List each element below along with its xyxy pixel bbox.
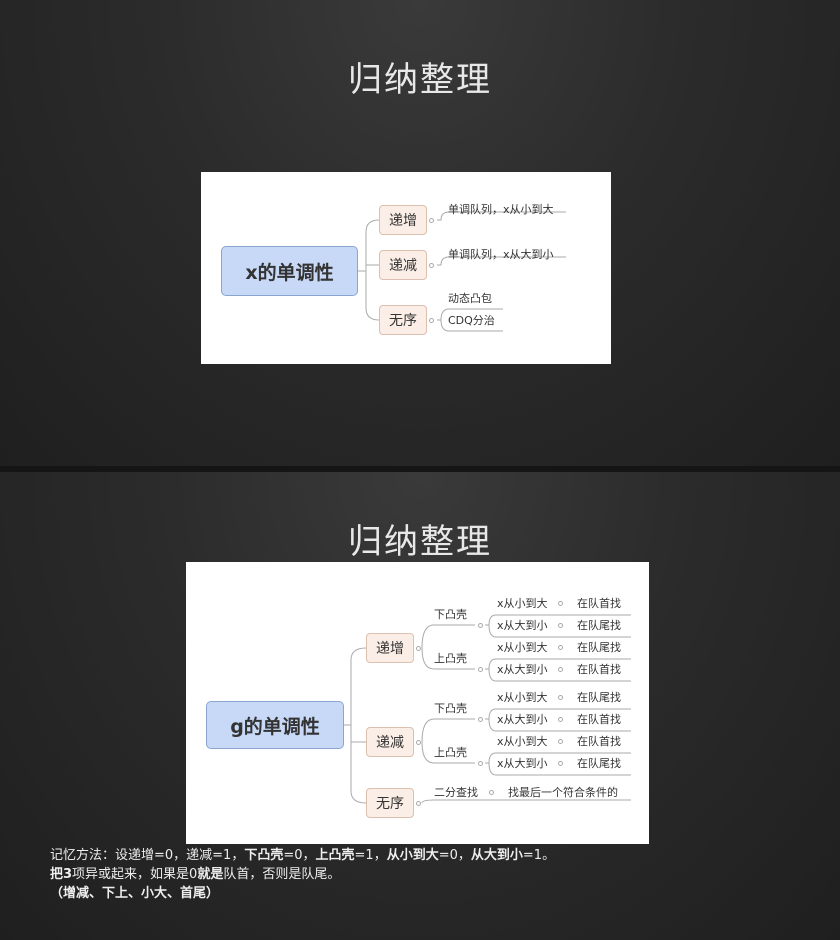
- slide-2-title: 归纳整理: [348, 522, 492, 562]
- order-label: x从大到小: [497, 619, 548, 632]
- node-increasing: 递增: [366, 633, 414, 663]
- note-text: 从大到小: [470, 848, 523, 863]
- leaf-text: 动态凸包: [448, 292, 492, 305]
- memory-note-line-2: 把3项异或起来，如果是0就是队首，否则是队尾。: [50, 865, 340, 884]
- collapse-dot: [558, 695, 563, 700]
- collapse-dot: [558, 717, 563, 722]
- note-text: 从小到大: [386, 848, 439, 863]
- memory-note-line-3: （增减、下上、小大、首尾）: [50, 886, 220, 901]
- collapse-dot: [429, 218, 434, 223]
- collapse-dot: [478, 667, 483, 672]
- mindmap-1-connectors: [358, 211, 566, 332]
- note-text: =1，: [354, 848, 387, 863]
- result-label: 在队首找: [577, 597, 621, 610]
- collapse-dot: [416, 740, 421, 745]
- collapse-dot: [416, 801, 421, 806]
- note-text: 就是: [197, 867, 224, 882]
- note-text: 项异或起来，如果是0: [72, 867, 198, 882]
- collapse-dot: [429, 263, 434, 268]
- result-label: 在队尾找: [577, 691, 621, 704]
- order-label: x从小到大: [497, 597, 548, 610]
- memory-note-line-1: 记忆方法：设递增=0，递减=1，下凸壳=0，上凸壳=1，从小到大=0，从大到小=…: [50, 846, 555, 865]
- binary-search-label: 二分查找: [434, 786, 478, 799]
- order-label: x从小到大: [497, 735, 548, 748]
- note-text: 把3: [50, 867, 73, 882]
- hull-label: 上凸壳: [434, 652, 467, 665]
- node-unordered: 无序: [366, 788, 414, 818]
- result-label: 在队尾找: [577, 757, 621, 770]
- hull-label: 上凸壳: [434, 746, 467, 759]
- slide-divider: [0, 466, 840, 472]
- collapse-dot: [558, 601, 563, 606]
- order-label: x从小到大: [497, 691, 548, 704]
- node-decreasing: 递减: [379, 250, 427, 280]
- slide-1: 归纳整理 x的单调性 递增 递减 无序 单调队列，x从小到大 单调队列，x从大到…: [0, 0, 840, 466]
- result-label: 在队首找: [577, 663, 621, 676]
- node-increasing: 递增: [379, 205, 427, 235]
- collapse-dot: [429, 318, 434, 323]
- result-label: 在队尾找: [577, 641, 621, 654]
- order-label: x从大到小: [497, 757, 548, 770]
- mindmap-g-monotonicity: g的单调性 递增 递减 无序 下凸壳 上凸壳 下凸壳 上凸壳 x从小到大 在队首…: [186, 562, 649, 844]
- note-text: =0，: [438, 848, 471, 863]
- leaf-text: 单调队列，x从大到小: [448, 248, 554, 261]
- root-node: x的单调性: [221, 246, 358, 296]
- collapse-dot: [478, 761, 483, 766]
- note-text: 记忆方法：设递增=0，递减=1，: [50, 848, 245, 863]
- note-text: =0，: [283, 848, 316, 863]
- collapse-dot: [489, 790, 494, 795]
- hull-label: 下凸壳: [434, 608, 467, 621]
- note-text: =1。: [522, 848, 556, 863]
- node-unordered: 无序: [379, 305, 427, 335]
- collapse-dot: [558, 623, 563, 628]
- collapse-dot: [478, 717, 483, 722]
- leaf-text: 单调队列，x从小到大: [448, 203, 554, 216]
- order-label: x从大到小: [497, 663, 548, 676]
- slide-1-title: 归纳整理: [348, 60, 492, 100]
- collapse-dot: [416, 646, 421, 651]
- note-text: 下凸壳: [244, 848, 284, 863]
- collapse-dot: [558, 667, 563, 672]
- collapse-dot: [558, 761, 563, 766]
- note-text: 上凸壳: [315, 848, 355, 863]
- order-label: x从小到大: [497, 641, 548, 654]
- hull-label: 下凸壳: [434, 702, 467, 715]
- collapse-dot: [558, 645, 563, 650]
- find-last-label: 找最后一个符合条件的: [508, 786, 618, 799]
- result-label: 在队首找: [577, 713, 621, 726]
- node-decreasing: 递减: [366, 727, 414, 757]
- result-label: 在队首找: [577, 735, 621, 748]
- order-label: x从大到小: [497, 713, 548, 726]
- leaf-text: CDQ分治: [448, 314, 495, 327]
- slide-2: 归纳整理: [0, 472, 840, 940]
- mindmap-2-connectors: [344, 614, 631, 804]
- root-node: g的单调性: [206, 701, 344, 749]
- mindmap-x-monotonicity: x的单调性 递增 递减 无序 单调队列，x从小到大 单调队列，x从大到小 动态凸…: [201, 172, 611, 364]
- collapse-dot: [558, 739, 563, 744]
- collapse-dot: [478, 623, 483, 628]
- result-label: 在队尾找: [577, 619, 621, 632]
- note-text: 队首，否则是队尾。: [223, 867, 341, 882]
